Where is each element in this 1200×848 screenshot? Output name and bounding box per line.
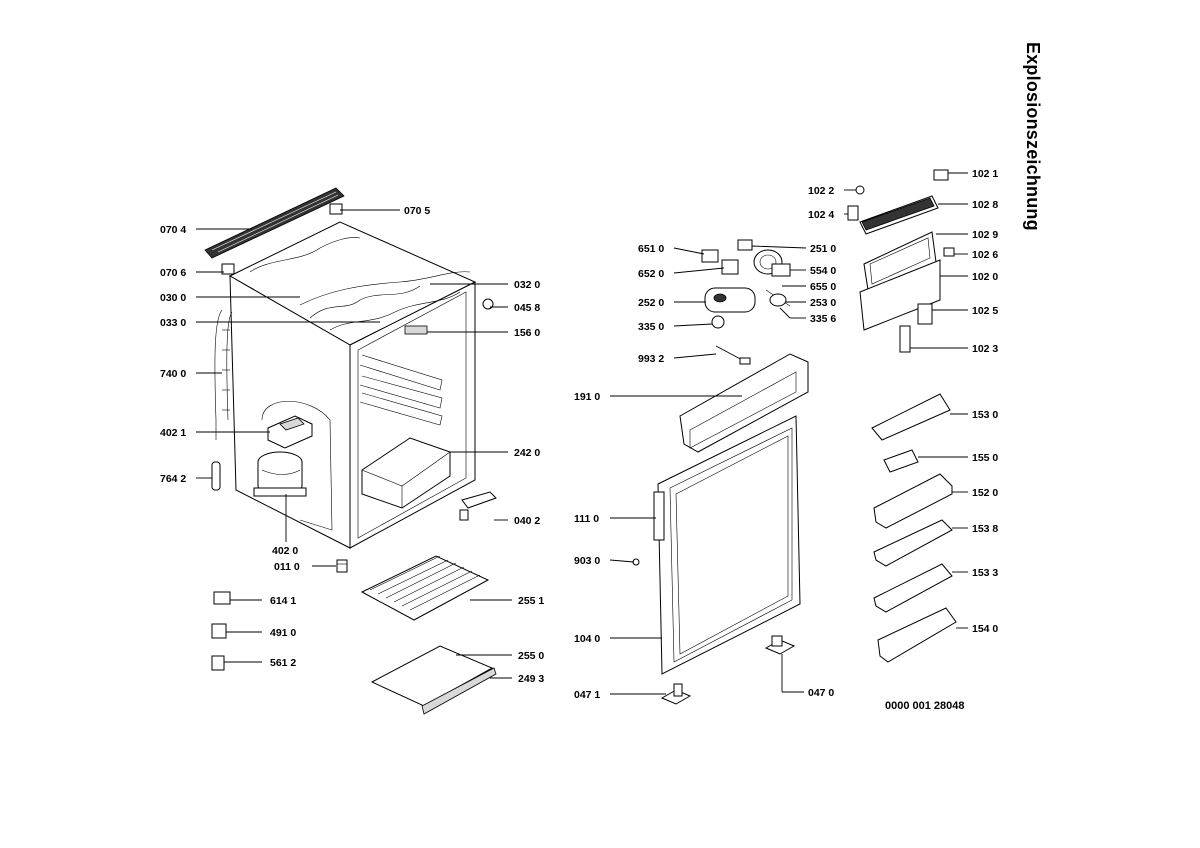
foot-bracket (459, 491, 497, 521)
condenser-tube (214, 309, 233, 440)
part-label: 104 0 (574, 633, 600, 645)
part-label: 255 0 (518, 650, 544, 662)
part-label: 102 0 (972, 271, 998, 283)
part-label: 652 0 (638, 268, 664, 280)
document-number: 0000 001 28048 (885, 700, 965, 712)
part-label: 047 1 (574, 689, 600, 701)
part-label: 253 0 (810, 297, 836, 309)
part-label: 040 2 (514, 515, 540, 527)
relay-box (267, 415, 313, 449)
part-label: 102 1 (972, 168, 998, 180)
part-label: 402 1 (160, 427, 186, 439)
part-label: 102 8 (972, 199, 998, 211)
part-label: 491 0 (270, 627, 296, 639)
part-label: 740 0 (160, 368, 186, 380)
lower-hinge (660, 683, 692, 705)
clip-part-3 (211, 655, 225, 671)
part-label: 614 1 (270, 595, 296, 607)
part-label: 102 3 (972, 343, 998, 355)
adjustable-foot (336, 559, 348, 573)
part-label: 993 2 (638, 353, 664, 365)
part-label: 070 5 (404, 205, 430, 217)
clip-part-1 (213, 591, 231, 605)
part-label: 764 2 (160, 473, 186, 485)
part-label: 251 0 (810, 243, 836, 255)
glass-shelf (370, 645, 497, 715)
part-label: 402 0 (272, 545, 298, 557)
part-label: 045 8 (514, 302, 540, 314)
top-grille (204, 187, 345, 259)
part-label: 011 0 (274, 561, 300, 573)
part-label: 155 0 (972, 452, 998, 464)
part-label: 102 6 (972, 249, 998, 261)
clip-part-2 (211, 623, 227, 639)
part-label: 156 0 (514, 327, 540, 339)
part-label: 070 6 (160, 267, 186, 279)
switch-panel (404, 325, 428, 335)
part-label: 032 0 (514, 279, 540, 291)
part-label: 651 0 (638, 243, 664, 255)
part-label: 561 2 (270, 657, 296, 669)
part-label: 655 0 (810, 281, 836, 293)
part-label: 153 0 (972, 409, 998, 421)
control-parts (701, 239, 791, 365)
part-label: 047 0 (808, 687, 834, 699)
drawing-title: Explosionszeichnung (1023, 42, 1043, 231)
part-label: 070 4 (160, 224, 186, 236)
part-label: 242 0 (514, 447, 540, 459)
door-bins (871, 393, 957, 663)
hinge-part (329, 203, 343, 215)
plug-part (482, 298, 494, 310)
part-label: 102 9 (972, 229, 998, 241)
hinge-part-2 (221, 263, 235, 275)
part-label: 249 3 (518, 673, 544, 685)
door (653, 415, 801, 675)
part-label: 102 2 (808, 185, 834, 197)
part-label: 033 0 (160, 317, 186, 329)
part-label: 102 5 (972, 305, 998, 317)
lower-hinge-2 (764, 635, 796, 655)
part-label: 554 0 (810, 265, 836, 277)
part-label: 102 4 (808, 209, 834, 221)
door-frame-top (679, 353, 809, 453)
part-label: 152 0 (972, 487, 998, 499)
leader-lines (196, 172, 968, 695)
part-label: 335 0 (638, 321, 664, 333)
part-label: 255 1 (518, 595, 544, 607)
part-label: 335 6 (810, 313, 836, 325)
filter-drier (211, 461, 221, 491)
part-label: 153 8 (972, 523, 998, 535)
part-label: 903 0 (574, 555, 600, 567)
part-label: 030 0 (160, 292, 186, 304)
part-label: 191 0 (574, 391, 600, 403)
part-labels: 070 4 070 5 070 6 030 0 033 0 740 0 402 … (160, 168, 998, 701)
cabinet-body (228, 221, 477, 549)
freezer-parts (847, 169, 955, 353)
wire-shelf (360, 555, 490, 621)
part-label: 111 0 (574, 513, 599, 525)
compressor (253, 451, 307, 497)
part-label: 154 0 (972, 623, 998, 635)
part-label: 252 0 (638, 297, 664, 309)
part-label: 153 3 (972, 567, 998, 579)
